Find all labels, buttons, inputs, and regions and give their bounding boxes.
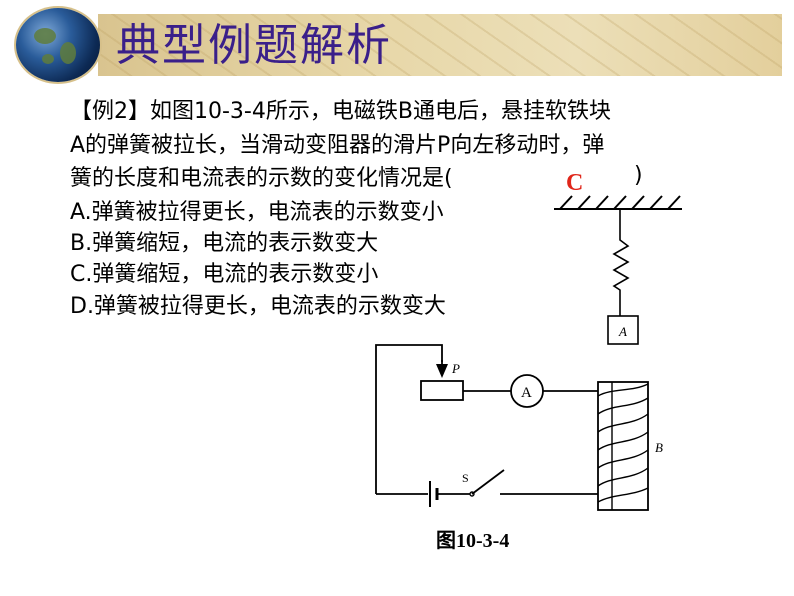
- option-c: C.弹簧缩短，电流的表示数变小: [70, 262, 379, 287]
- close-paren: ): [634, 163, 643, 188]
- slider-label: P: [451, 361, 460, 376]
- circuit-wires: [375, 344, 598, 495]
- ceiling: [554, 195, 682, 210]
- coil-windings: [597, 383, 649, 503]
- switch: S: [462, 469, 505, 497]
- switch-label: S: [462, 471, 469, 485]
- globe-icon: [16, 8, 100, 82]
- ammeter: [510, 374, 544, 408]
- option-d: D.弹簧被拉得更长，电流表的示数变大: [70, 294, 446, 319]
- battery: [429, 481, 439, 507]
- iron-block: [607, 315, 639, 345]
- answer-mark: C: [566, 170, 584, 196]
- slide-header: 典型例题解析: [0, 0, 794, 82]
- rheostat: [420, 380, 464, 401]
- question-line-1: 【例2】如图10-3-4所示，电磁铁B通电后，悬挂软铁块: [70, 99, 611, 124]
- slider-arrow: [436, 364, 448, 378]
- question-line-3: 簧的长度和电流表的示数的变化情况是(: [70, 166, 453, 191]
- block-label: A: [618, 324, 627, 339]
- option-b: B.弹簧缩短，电流的表示数变大: [70, 231, 379, 256]
- header-banner: [98, 14, 782, 76]
- figure-caption: 图10-3-4: [436, 530, 510, 552]
- question-line-2: A的弹簧被拉长，当滑动变阻器的滑片P向左移动时，弹: [70, 133, 605, 158]
- option-a: A.弹簧被拉得更长，电流表的示数变小: [70, 200, 444, 225]
- spring: [612, 209, 630, 316]
- magnet-label: B: [655, 440, 663, 455]
- page-title: 典型例题解析: [116, 20, 392, 71]
- ammeter-label: A: [521, 385, 532, 401]
